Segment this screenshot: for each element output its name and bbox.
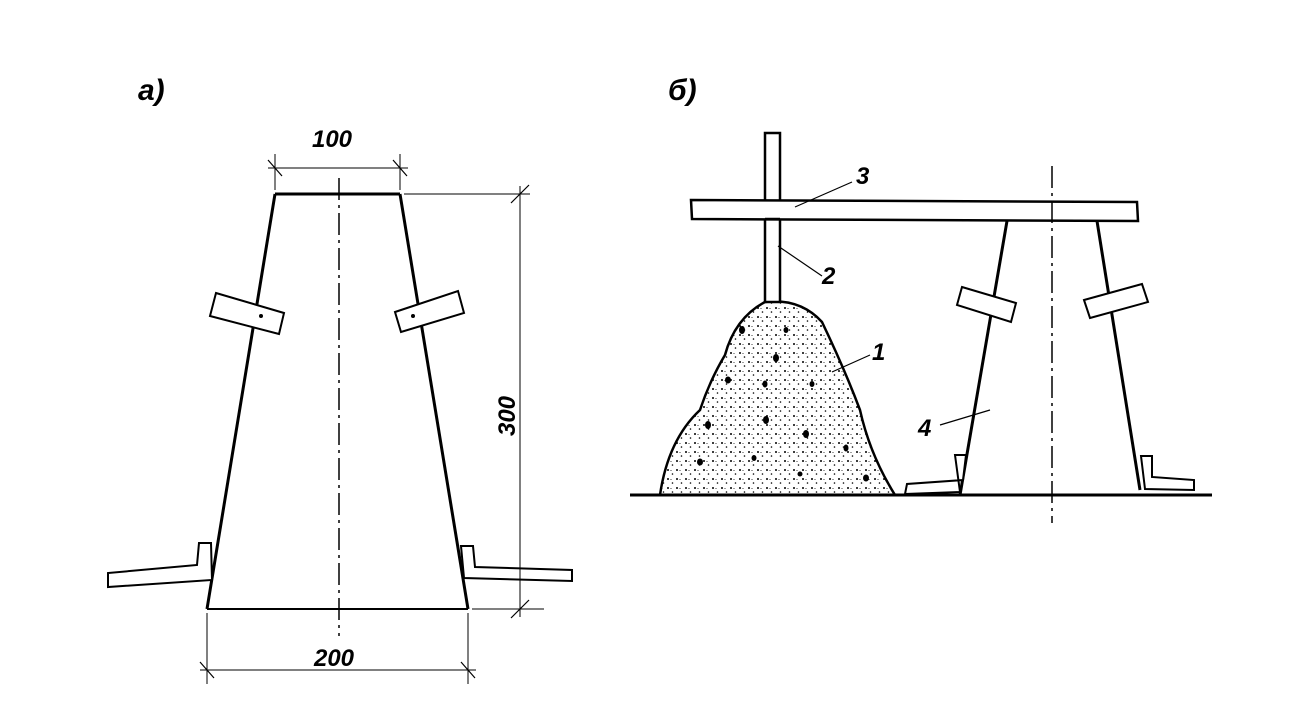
cone-b (958, 166, 1142, 523)
handle-b-left (955, 285, 1018, 324)
callout-3: 3 (794, 163, 870, 208)
cone-b-left-edge (958, 220, 1009, 496)
dimension-height: 300 (404, 184, 544, 619)
foot-pedal-b-right (1139, 455, 1195, 492)
dimension-height-label: 300 (494, 395, 521, 436)
foot-pedal-right (459, 545, 573, 583)
ruler-bar (689, 198, 1140, 223)
figure-a: а) (107, 74, 573, 684)
dimension-top-label: 100 (312, 126, 353, 153)
figure-b: б) (630, 74, 1212, 523)
handle-b-right (1082, 282, 1150, 320)
callout-1: 1 (831, 339, 885, 373)
figure-b-label: б) (668, 74, 697, 107)
dimension-top: 100 (267, 126, 408, 190)
dimension-bottom: 200 (199, 613, 476, 684)
figure-a-label: а) (138, 74, 165, 107)
cone-right-edge (398, 193, 470, 610)
dimension-bottom-label: 200 (313, 645, 355, 672)
concrete-mass (658, 300, 898, 497)
handle-left (208, 291, 286, 336)
cone-left-edge (205, 193, 277, 610)
foot-pedal-left (107, 542, 214, 589)
foot-pedal-b-left (903, 454, 968, 496)
callout-4-label: 4 (917, 415, 931, 442)
handle-right (393, 289, 466, 334)
cone-a (205, 178, 470, 636)
callout-2-label: 2 (821, 263, 836, 290)
callout-3-label: 3 (856, 163, 870, 190)
cone-b-right-edge (1095, 220, 1142, 491)
callout-1-label: 1 (872, 339, 885, 366)
callout-4: 4 (917, 409, 991, 442)
callout-2: 2 (777, 245, 836, 290)
